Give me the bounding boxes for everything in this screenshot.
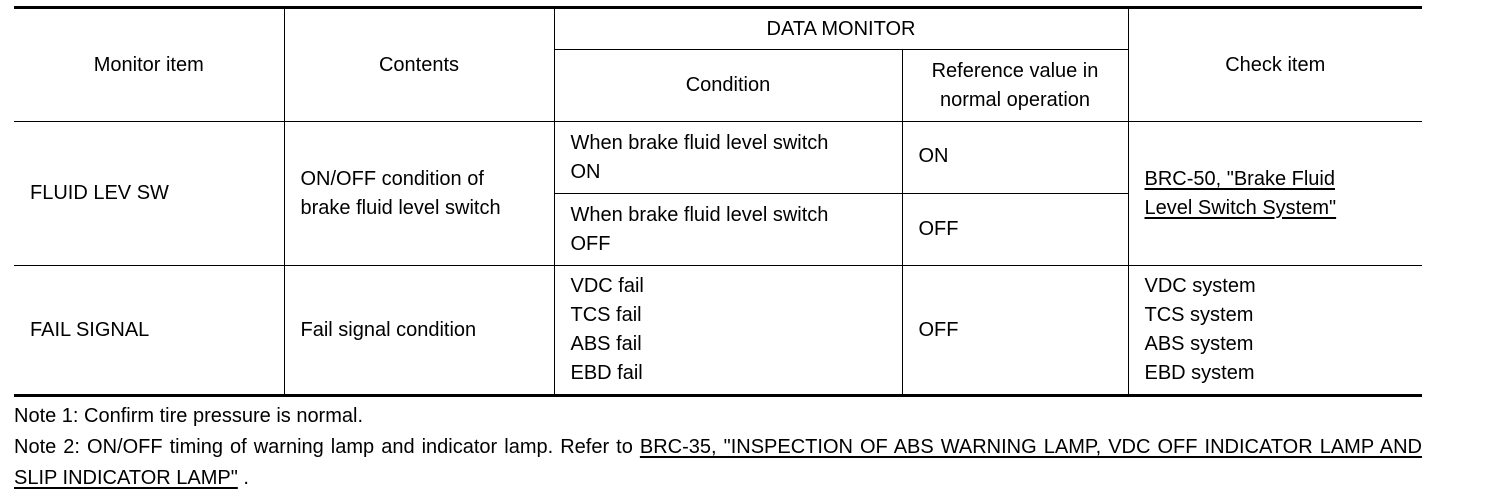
check-item-line: EBD system	[1144, 362, 1255, 384]
header-data-monitor: DATA MONITOR	[553, 6, 1129, 50]
note-2-text: Note 2: ON/OFF timing of warning lamp an…	[14, 436, 640, 458]
contents-line: brake fluid level switch	[300, 196, 501, 219]
monitor-item-cell: FAIL SIGNAL	[14, 265, 285, 397]
data-monitor-table: Monitor item Contents DATA MONITOR Check…	[14, 6, 1422, 397]
notes-section: Note 1: Confirm tire pressure is normal.…	[14, 401, 1422, 494]
condition-line: ABS fail	[570, 333, 642, 355]
header-condition: Condition	[553, 49, 903, 122]
header-monitor-item: Monitor item	[14, 6, 285, 122]
header-reference-value-line: normal operation	[939, 88, 1091, 111]
reference-value-cell: OFF	[901, 265, 1129, 397]
note-1: Note 1: Confirm tire pressure is normal.	[14, 405, 364, 427]
header-check-item: Check item	[1127, 6, 1422, 122]
header-subrow: Condition Reference value in normal oper…	[14, 49, 1422, 122]
note-2: Note 2: ON/OFF timing of warning lamp an…	[14, 432, 1422, 494]
check-item-cell: VDC system TCS system ABS system EBD sys…	[1127, 265, 1422, 397]
condition-line: TCS fail	[570, 304, 642, 326]
table-row: FLUID LEV SW ON/OFF condition of brake f…	[14, 121, 1422, 266]
contents-cell: ON/OFF condition of brake fluid level sw…	[283, 121, 555, 266]
check-item-line: ABS system	[1144, 333, 1254, 355]
condition-line: ON	[570, 160, 601, 183]
contents-line: ON/OFF condition of	[300, 167, 484, 190]
condition-cell: When brake fluid level switch OFF	[553, 193, 903, 266]
brc-35-link[interactable]: BRC-35, "INSPECTION OF ABS WARNING LAMP,…	[14, 436, 1422, 489]
header-reference-value-line: Reference value in	[931, 59, 1099, 82]
condition-cell: VDC fail TCS fail ABS fail EBD fail	[553, 265, 903, 397]
check-item-line: TCS system	[1144, 304, 1254, 326]
condition-line: When brake fluid level switch	[570, 203, 829, 226]
monitor-item-cell: FLUID LEV SW	[14, 121, 285, 266]
brc-50-link[interactable]: BRC-50, "Brake Fluid Level Switch System…	[1145, 165, 1407, 223]
header-reference-value: Reference value in normal operation	[901, 49, 1129, 122]
note-2-suffix: .	[237, 467, 249, 489]
check-item-line: VDC system	[1144, 275, 1256, 297]
condition-line: OFF	[570, 232, 611, 255]
condition-line: EBD fail	[570, 362, 643, 384]
condition-line: VDC fail	[570, 275, 644, 297]
link-line: Level Switch System"	[1144, 196, 1337, 219]
reference-value-cell: ON	[901, 121, 1129, 194]
header-contents: Contents	[283, 6, 555, 122]
condition-cell: When brake fluid level switch ON	[553, 121, 903, 194]
document-page: Monitor item Contents DATA MONITOR Check…	[14, 6, 1422, 494]
reference-value-cell: OFF	[901, 193, 1129, 266]
condition-line: When brake fluid level switch	[570, 131, 829, 154]
link-line: BRC-50, "Brake Fluid	[1144, 167, 1336, 190]
table-row: FAIL SIGNAL Fail signal condition VDC fa…	[14, 265, 1422, 397]
header-row: Monitor item Contents DATA MONITOR Check…	[14, 6, 1422, 122]
check-item-cell: BRC-50, "Brake Fluid Level Switch System…	[1127, 121, 1422, 266]
table-row: When brake fluid level switch OFF OFF	[14, 193, 1422, 266]
contents-cell: Fail signal condition	[283, 265, 555, 397]
